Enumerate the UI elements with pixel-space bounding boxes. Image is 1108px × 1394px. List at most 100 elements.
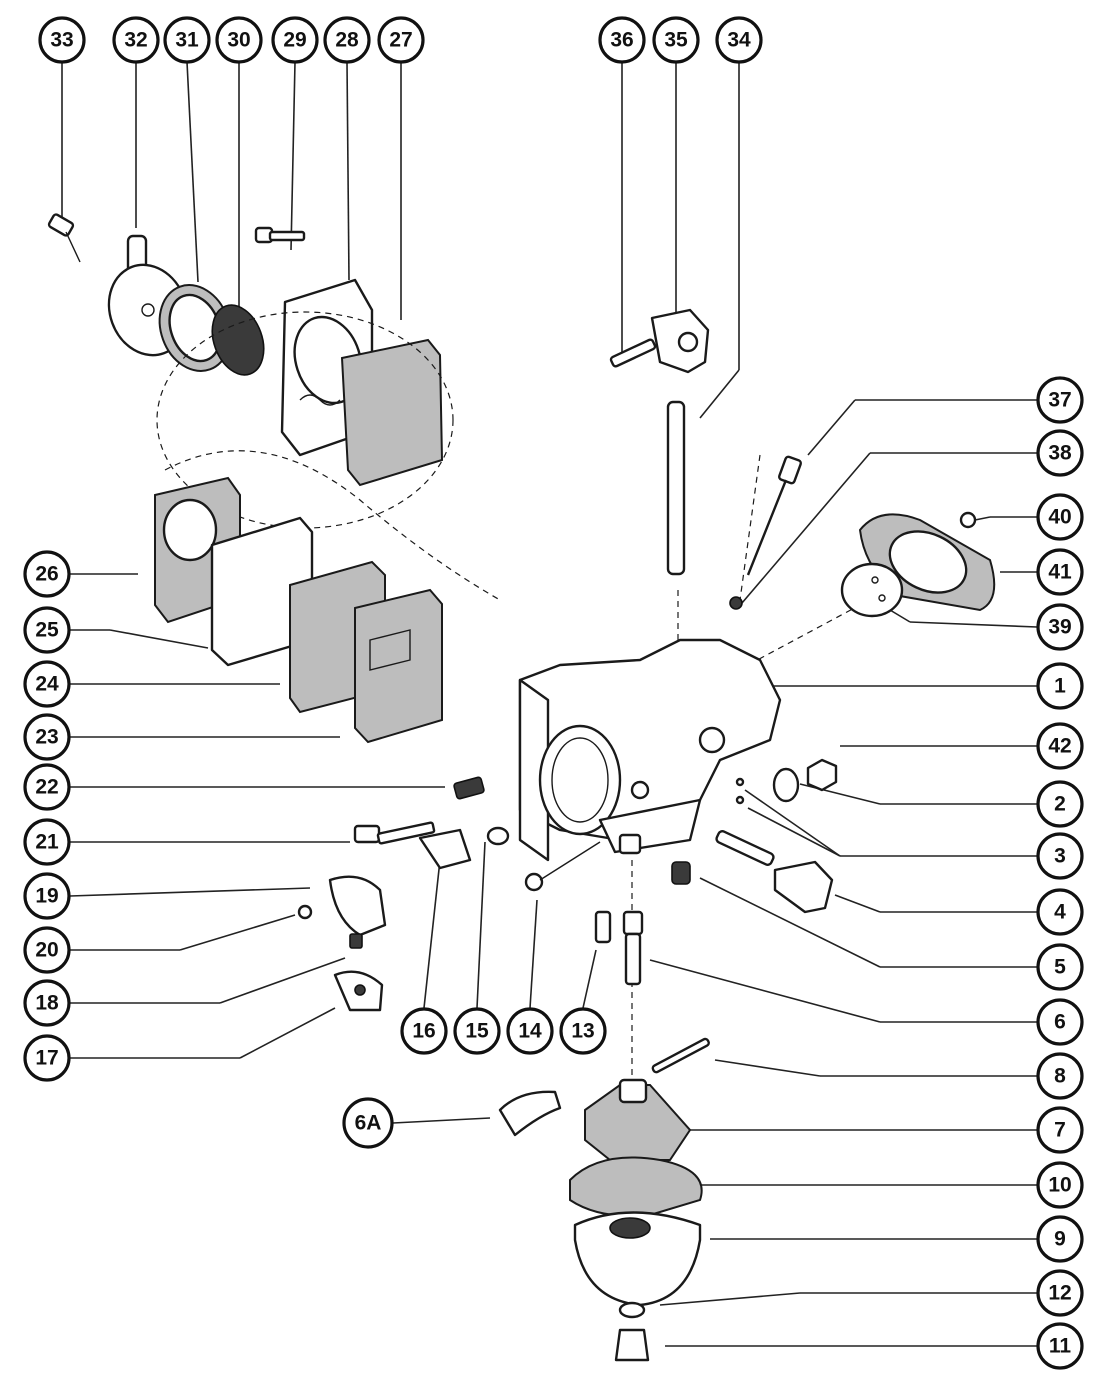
callout-11: 11 [1036, 1322, 1084, 1370]
callout-34: 34 [715, 16, 763, 64]
callout-42: 42 [1036, 722, 1084, 770]
svg-text:19: 19 [35, 885, 58, 908]
callout-32: 32 [112, 16, 160, 64]
washer-12 [618, 1301, 646, 1319]
carburetor-body-1 [518, 638, 782, 862]
callout-41: 41 [1036, 548, 1084, 596]
gasket-10 [569, 1156, 703, 1217]
svg-text:25: 25 [35, 619, 59, 642]
svg-text:16: 16 [412, 1020, 435, 1043]
svg-text:15: 15 [465, 1020, 489, 1043]
callout-38: 38 [1036, 429, 1084, 477]
callouts: 33 32 31 30 29 28 27 36 35 34 37 38 40 4… [23, 16, 1084, 1370]
callout-18: 18 [23, 979, 71, 1027]
float-bowl-9 [573, 1211, 702, 1307]
needle-37 [729, 455, 802, 610]
needle-valve-6 [622, 910, 644, 986]
callout-40: 40 [1036, 493, 1084, 541]
callout-10: 10 [1036, 1161, 1084, 1209]
gasket-ring-31 [158, 284, 232, 372]
svg-text:4: 4 [1054, 901, 1066, 924]
callout-15: 15 [453, 1007, 501, 1055]
svg-text:20: 20 [35, 939, 58, 962]
svg-text:22: 22 [35, 776, 58, 799]
svg-text:17: 17 [35, 1047, 58, 1070]
clip-16 [418, 828, 472, 870]
lever-4 [715, 829, 834, 914]
plate-stack-26-23 [154, 476, 443, 744]
callout-30: 30 [215, 16, 263, 64]
callout-27: 27 [377, 16, 425, 64]
idle-screw-21-22 [353, 776, 485, 845]
callout-39: 39 [1036, 603, 1084, 651]
svg-text:31: 31 [175, 29, 199, 52]
callout-3: 3 [1036, 832, 1084, 880]
svg-text:28: 28 [335, 29, 359, 52]
svg-text:13: 13 [571, 1020, 594, 1043]
callout-21: 21 [23, 818, 71, 866]
parts-17-20 [297, 875, 387, 1012]
svg-text:27: 27 [389, 29, 412, 52]
spring-5 [671, 861, 691, 885]
cap-15 [486, 826, 510, 846]
svg-text:38: 38 [1048, 442, 1072, 465]
svg-text:26: 26 [35, 563, 58, 586]
callout-28: 28 [323, 16, 371, 64]
svg-text:42: 42 [1048, 735, 1071, 758]
svg-text:36: 36 [610, 29, 633, 52]
svg-text:9: 9 [1054, 1228, 1066, 1251]
svg-text:33: 33 [50, 29, 73, 52]
svg-text:6: 6 [1054, 1011, 1066, 1034]
svg-text:21: 21 [35, 831, 59, 854]
callout-19: 19 [23, 872, 71, 920]
svg-text:3: 3 [1054, 845, 1066, 868]
callout-12: 12 [1036, 1269, 1084, 1317]
callout-7: 7 [1036, 1106, 1084, 1154]
gasket-27 [340, 338, 444, 487]
svg-text:29: 29 [283, 29, 306, 52]
callout-1: 1 [1036, 662, 1084, 710]
nut-42 [806, 758, 838, 792]
callout-29: 29 [271, 16, 319, 64]
svg-text:10: 10 [1048, 1174, 1071, 1197]
svg-text:2: 2 [1054, 793, 1066, 816]
callout-20: 20 [23, 926, 71, 974]
callout-13: 13 [559, 1007, 607, 1055]
callout-4: 4 [1036, 888, 1084, 936]
callout-8: 8 [1036, 1052, 1084, 1100]
leader-lines [61, 61, 1038, 1347]
float-7 [584, 1078, 692, 1161]
callout-16: 16 [400, 1007, 448, 1055]
svg-text:39: 39 [1048, 616, 1071, 639]
callout-36: 36 [598, 16, 646, 64]
callout-6: 6 [1036, 998, 1084, 1046]
callout-6a: 6A [342, 1097, 394, 1149]
svg-text:37: 37 [1048, 389, 1071, 412]
clip-6a [498, 1090, 562, 1137]
svg-text:1: 1 [1054, 675, 1066, 698]
callout-31: 31 [163, 16, 211, 64]
screw-14 [524, 841, 601, 892]
svg-text:35: 35 [664, 29, 688, 52]
screw-33 [47, 213, 81, 263]
svg-text:8: 8 [1054, 1065, 1066, 1088]
callout-22: 22 [23, 763, 71, 811]
jet-13 [594, 910, 612, 944]
screw-29 [254, 226, 306, 244]
svg-text:14: 14 [518, 1020, 542, 1043]
svg-text:7: 7 [1054, 1119, 1066, 1142]
callout-23: 23 [23, 713, 71, 761]
callout-37: 37 [1036, 376, 1084, 424]
callout-25: 25 [23, 606, 71, 654]
svg-text:6A: 6A [355, 1112, 382, 1135]
callout-14: 14 [506, 1007, 554, 1055]
callout-2: 2 [1036, 780, 1084, 828]
svg-text:12: 12 [1048, 1282, 1071, 1305]
flange-gasket-41 [840, 511, 996, 618]
pin-8 [651, 1037, 710, 1074]
callout-33: 33 [38, 16, 86, 64]
drain-plug-11 [614, 1328, 650, 1362]
svg-text:18: 18 [35, 992, 59, 1015]
callout-17: 17 [23, 1034, 71, 1082]
